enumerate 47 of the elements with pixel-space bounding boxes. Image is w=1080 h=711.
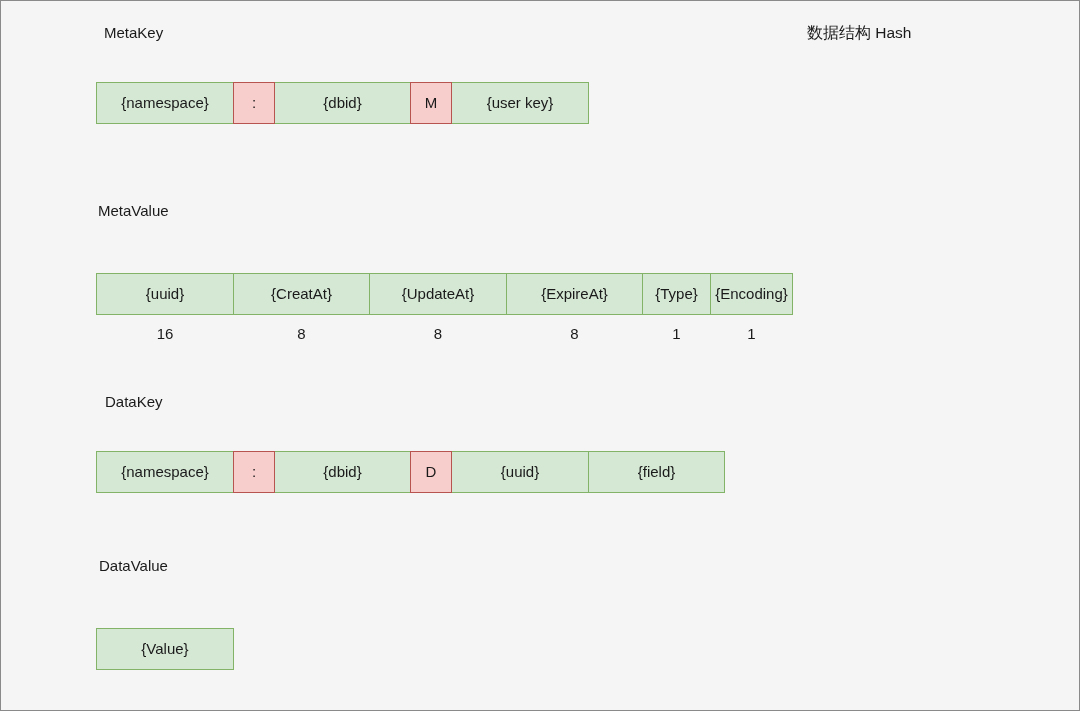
field-name: {UpdateAt} xyxy=(401,285,475,303)
field-box xyxy=(710,273,793,315)
field-box xyxy=(451,451,589,493)
diagram-title: 数据结构 Hash xyxy=(807,23,912,43)
field-name: {field} xyxy=(637,463,676,481)
field-box xyxy=(369,273,507,315)
separator-box xyxy=(410,451,452,493)
byte-size: 8 xyxy=(433,325,443,342)
section-label: MetaValue xyxy=(98,202,169,220)
byte-size: 1 xyxy=(747,325,756,342)
field-name: {dbid} xyxy=(323,463,362,481)
field-name: {dbid} xyxy=(323,94,362,112)
byte-size: 16 xyxy=(156,325,174,342)
section-label: MetaKey xyxy=(104,24,164,42)
field-box xyxy=(96,82,234,124)
byte-size: 8 xyxy=(297,325,306,342)
field-box xyxy=(96,273,234,315)
section-label: DataValue xyxy=(99,557,168,575)
field-box xyxy=(96,451,234,493)
field-box xyxy=(233,273,370,315)
field-box xyxy=(506,273,643,315)
field-box xyxy=(642,273,711,315)
field-name: {Value} xyxy=(141,640,189,658)
field-name: {Encoding} xyxy=(715,285,788,303)
field-name: {uuid} xyxy=(145,285,185,303)
section-label: DataKey xyxy=(105,393,163,411)
field-name: {namespace} xyxy=(121,94,209,112)
field-box xyxy=(274,82,411,124)
field-box xyxy=(96,628,234,670)
byte-size: 1 xyxy=(672,325,681,342)
separator-text: : xyxy=(251,94,257,112)
separator-text: D xyxy=(425,463,437,481)
field-name: {user key} xyxy=(486,94,554,112)
byte-size: 8 xyxy=(570,325,579,342)
separator-text: : xyxy=(251,463,257,481)
separator-text: M xyxy=(424,94,438,112)
field-name: {uuid} xyxy=(500,463,540,481)
field-name: {namespace} xyxy=(121,463,209,481)
separator-box xyxy=(233,451,275,493)
separator-box xyxy=(233,82,275,124)
separator-box xyxy=(410,82,452,124)
field-name: {ExpireAt} xyxy=(541,285,608,303)
field-box xyxy=(451,82,589,124)
field-box xyxy=(588,451,725,493)
field-box xyxy=(274,451,411,493)
field-name: {Type} xyxy=(655,285,698,303)
field-name: {CreatAt} xyxy=(271,285,332,303)
